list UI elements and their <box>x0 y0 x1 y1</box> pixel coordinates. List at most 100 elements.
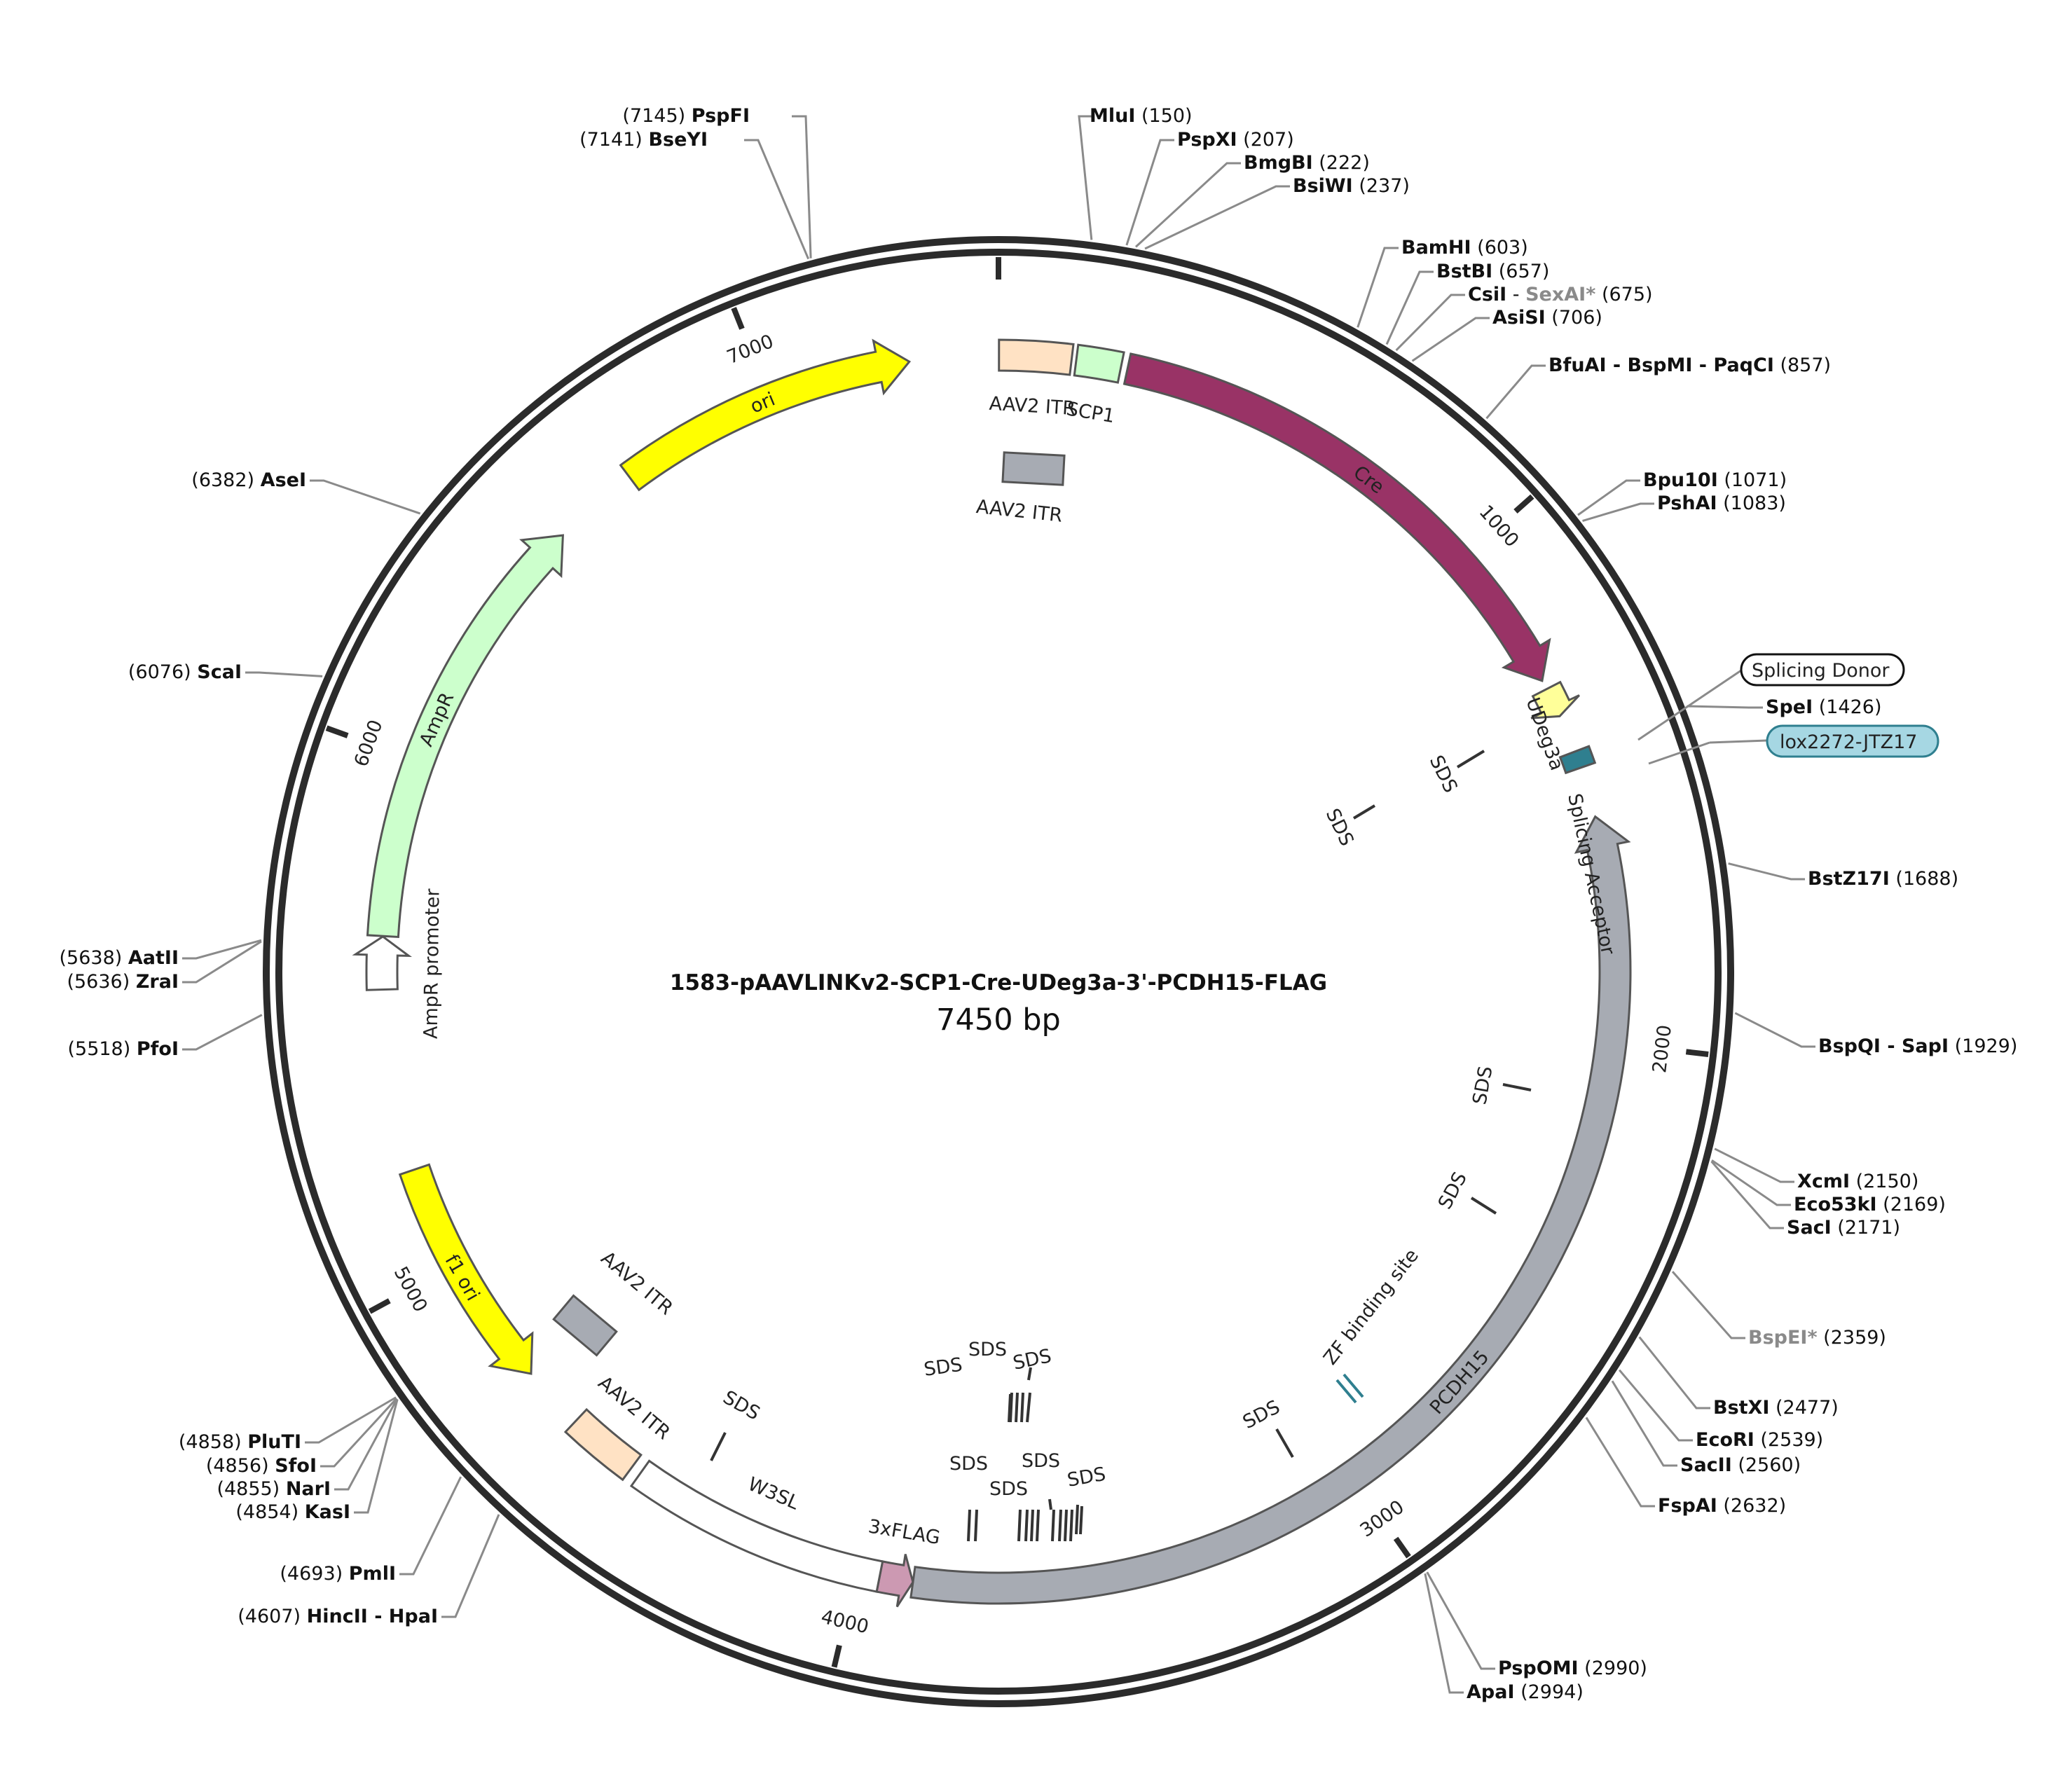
sds-mark <box>1456 750 1485 769</box>
enzyme-leader-line <box>310 479 421 515</box>
sds-label: SDS <box>968 1339 1007 1360</box>
enzyme-name: BspEI* <box>1748 1327 1818 1349</box>
enzyme-label-aseI: (6382) AseI <box>191 469 306 491</box>
enzyme-leader-line <box>1585 1417 1655 1508</box>
enzyme-name: ZraI <box>136 971 179 993</box>
enzyme-name: SexAI* <box>1525 284 1595 305</box>
enzyme-name: Bpu10I <box>1643 469 1718 491</box>
enzyme-name: FspAI <box>1658 1495 1717 1517</box>
enzyme-label-pspOMI: PspOMI (2990) <box>1498 1657 1647 1679</box>
enzyme-position: (4854) <box>235 1501 304 1523</box>
enzyme-label-bpu10I: Bpu10I (1071) <box>1643 469 1787 491</box>
tick-label: 6000 <box>350 717 387 769</box>
enzyme-leader-line <box>1411 317 1490 362</box>
enzyme-label-bfuAI: BfuAI - BspMI - PaqCI (857) <box>1548 354 1831 376</box>
enzyme-label-pshAI: PshAI (1083) <box>1657 492 1786 514</box>
enzyme-name: PspXI <box>1177 129 1237 151</box>
enzyme-position: (222) <box>1313 152 1370 174</box>
sds-mark <box>1036 1509 1040 1542</box>
enzyme-leader-line <box>1134 162 1241 248</box>
enzyme-leader-line <box>1582 502 1654 522</box>
feature-amprpromoter <box>352 935 412 991</box>
splicing-donor-box <box>1740 653 1905 687</box>
feature-flag <box>875 1554 914 1608</box>
enzyme-label-mluI: MluI (150) <box>1090 105 1193 127</box>
enzyme-label-bsiWI: BsiWI (237) <box>1293 175 1410 197</box>
feature-ori <box>619 338 912 492</box>
enzyme-name: CsiI <box>1468 284 1506 305</box>
tick-mark <box>325 725 349 738</box>
enzyme-name: PspOMI <box>1498 1657 1579 1679</box>
enzyme-position: (4858) <box>179 1431 247 1453</box>
enzyme-leader-line <box>1611 1380 1677 1467</box>
feature-udeg3a <box>1530 680 1580 719</box>
enzyme-label-bamHI: BamHI (603) <box>1401 237 1528 259</box>
tick-mark <box>831 1644 842 1668</box>
enzyme-label-speI: SpeI (1426) <box>1766 696 1882 718</box>
feature-aav2itr_bot <box>563 1407 643 1482</box>
enzyme-label-pspXI: PspXI (207) <box>1177 129 1294 151</box>
enzyme-position: (857) <box>1774 354 1831 376</box>
sds-label: SDS <box>1469 1065 1497 1107</box>
enzyme-position: (2990) <box>1579 1657 1647 1679</box>
enzyme-position: (2150) <box>1850 1171 1918 1192</box>
enzyme-leader-line <box>1078 115 1093 240</box>
tick-label: 7000 <box>724 331 776 368</box>
enzyme-position: (1688) <box>1890 868 1958 890</box>
enzyme-leader-line <box>182 940 262 984</box>
sds-label: SDS <box>1011 1345 1053 1374</box>
sds-label: SDS <box>1434 1169 1471 1213</box>
enzyme-name: PspFI <box>692 105 750 127</box>
sds-mark <box>1030 1509 1034 1542</box>
enzyme-leader-line <box>1638 1336 1710 1410</box>
enzyme-position: (2994) <box>1515 1681 1584 1703</box>
enzyme-position: (603) <box>1471 237 1528 259</box>
enzyme-leader-line <box>1395 294 1465 352</box>
enzyme-name: SacI <box>1787 1217 1832 1239</box>
feature-aav2itr_top <box>998 338 1075 376</box>
feature-cre <box>1122 352 1551 682</box>
feature-pcdh15 <box>909 815 1632 1605</box>
zf-binding-site-label: ZF binding site <box>1319 1245 1423 1369</box>
enzyme-name: PluTI <box>247 1431 301 1453</box>
feature-w3sl <box>629 1459 884 1593</box>
sds-mark <box>1008 1393 1012 1423</box>
enzyme-label-bstBI: BstBI (657) <box>1436 261 1549 282</box>
enzyme-name: PmlI <box>349 1563 396 1585</box>
enzyme-leader-line <box>1357 247 1399 328</box>
splicing-donor-callout: Splicing Donor <box>1637 653 1905 741</box>
enzyme-leader-line <box>792 115 812 259</box>
enzyme-leader-line <box>182 939 262 960</box>
enzyme-label-csiI: CsiI - SexAI* (675) <box>1468 284 1653 305</box>
feature-scp1 <box>1073 343 1125 384</box>
enzyme-leader-line <box>182 1014 263 1051</box>
sds-label: SDS <box>1425 752 1462 796</box>
enzyme-name: SpeI <box>1766 696 1813 718</box>
plasmid-length: 7450 bp <box>936 1002 1061 1038</box>
enzyme-leader-line <box>1577 479 1640 516</box>
enzyme-leader-line <box>1424 1573 1464 1694</box>
enzyme-name: BseYI <box>648 129 708 151</box>
enzyme-leader-line <box>1385 270 1434 345</box>
enzyme-label-psPFI: (7145) PspFI <box>622 105 750 127</box>
enzyme-position: (5638) <box>60 947 128 969</box>
sds-label: SDS <box>1239 1396 1284 1433</box>
enzyme-label-bstXI: BstXI (2477) <box>1713 1397 1839 1419</box>
lox-tag-label: lox2272-JTZ17 <box>1780 731 1917 753</box>
tick-mark <box>368 1298 391 1314</box>
enzyme-name: PshAI <box>1657 492 1717 514</box>
enzyme-position: (150) <box>1135 105 1192 127</box>
enzyme-leader-line <box>1687 705 1763 709</box>
inner-aav2-itr-bottom-label: AAV2 ITR <box>597 1247 677 1319</box>
tick-label: 4000 <box>819 1606 871 1638</box>
enzyme-position: (237) <box>1353 175 1410 197</box>
enzyme-leader-line <box>744 139 810 260</box>
sds-label: SDS <box>1022 1450 1060 1472</box>
sds-mark <box>710 1432 727 1461</box>
enzyme-position: (4856) <box>206 1455 275 1477</box>
enzyme-label-sacI: SacI (2171) <box>1787 1217 1900 1239</box>
enzyme-label-bmgBI: BmgBI (222) <box>1244 152 1370 174</box>
enzyme-position: (207) <box>1237 129 1294 151</box>
backbone-outer-ring <box>263 236 1734 1707</box>
